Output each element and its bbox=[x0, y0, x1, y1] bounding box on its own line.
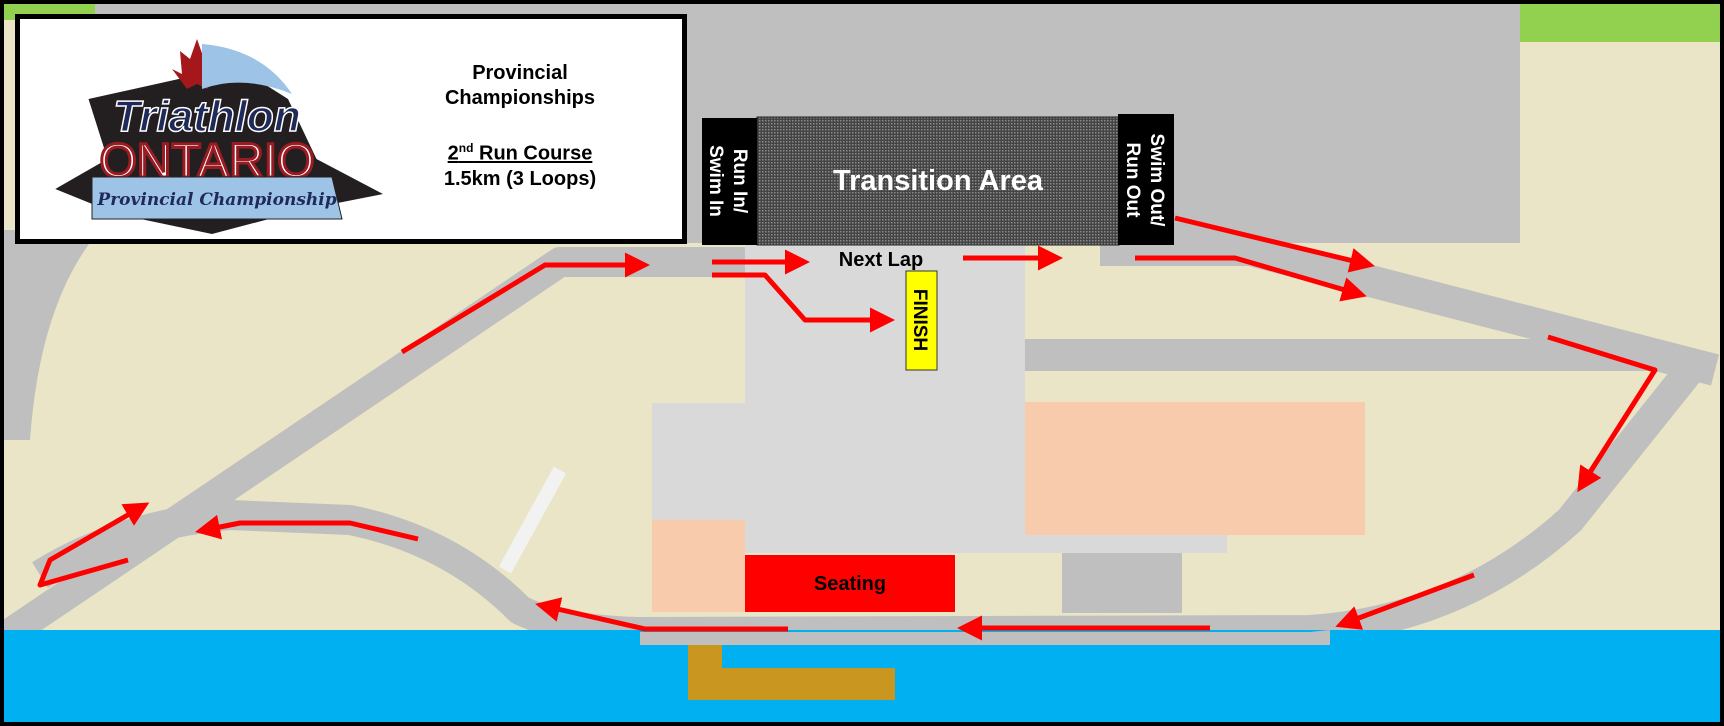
course-name: 2nd Run Course bbox=[390, 136, 650, 167]
route-arrow bbox=[195, 514, 419, 542]
route-arrow bbox=[37, 502, 150, 588]
grass-right bbox=[1520, 0, 1724, 42]
building-west bbox=[652, 520, 745, 612]
run-out-label: Run Out bbox=[1122, 143, 1143, 219]
transition-label: Transition Area bbox=[833, 165, 1044, 197]
waterfront-path bbox=[640, 630, 1330, 645]
swim-in-label: Swim In bbox=[705, 145, 726, 217]
run-in-label: Run In/ bbox=[729, 149, 750, 214]
title-line-2: Championships bbox=[444, 87, 595, 109]
pier bbox=[688, 645, 895, 700]
route-arrow bbox=[400, 252, 650, 355]
triathlon-ontario-logo: Triathlon ONTARIO Provincial Championshi… bbox=[55, 39, 384, 234]
course-ordinal: nd bbox=[458, 141, 474, 155]
next-lap-label: Next Lap bbox=[839, 249, 923, 271]
logo-banner: Provincial Championship bbox=[96, 190, 336, 210]
course-label: Run Course bbox=[473, 142, 593, 165]
path-white bbox=[498, 466, 567, 574]
swim-out-sign bbox=[1118, 114, 1174, 245]
title-line-1: Provincial bbox=[472, 62, 568, 84]
route-arrow bbox=[1135, 255, 1367, 302]
finish-sign bbox=[905, 270, 938, 371]
roads bbox=[0, 234, 1719, 653]
course-distance: 1.5km (3 Loops) bbox=[443, 167, 597, 190]
swim-out-label: Swim Out/ bbox=[1146, 134, 1167, 228]
route-arrow bbox=[1174, 215, 1375, 273]
course-number: 2 bbox=[447, 142, 459, 165]
service-block bbox=[1062, 553, 1182, 613]
building-east bbox=[1025, 402, 1365, 535]
seating-label: Seating bbox=[814, 573, 886, 595]
run-route bbox=[37, 215, 1658, 641]
route-arrow bbox=[1335, 572, 1475, 630]
title-box: Triathlon ONTARIO Provincial Championshi… bbox=[15, 14, 687, 244]
route-arrow bbox=[535, 597, 788, 632]
wave-icon bbox=[202, 44, 292, 94]
left-road-area bbox=[0, 230, 100, 440]
seating-area bbox=[745, 555, 955, 612]
route-arrow-finish bbox=[712, 272, 895, 333]
finish-label: FINISH bbox=[909, 289, 930, 351]
run-in-sign bbox=[702, 118, 757, 245]
route-arrow bbox=[1547, 334, 1658, 493]
logo-word-triathlon: Triathlon bbox=[113, 92, 300, 141]
